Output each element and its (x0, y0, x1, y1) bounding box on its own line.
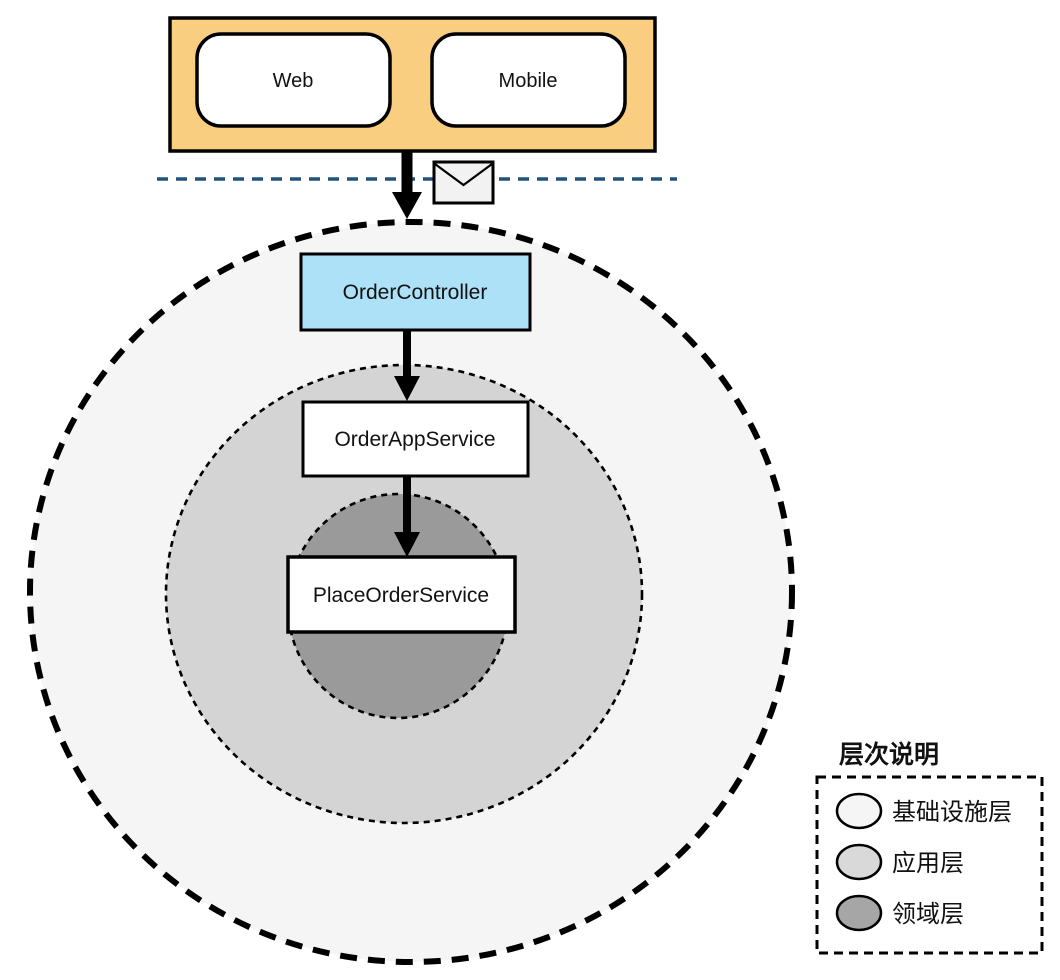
client-container: Web Mobile (168, 16, 657, 153)
controller-to-appservice-arrow (394, 331, 420, 401)
order-controller-node: OrderController (299, 252, 532, 332)
place-order-service-label: PlaceOrderService (313, 584, 489, 607)
web-node-label: Web (273, 70, 314, 92)
legend-label-application: 应用层 (892, 850, 964, 877)
legend-item-application: 应用层 (835, 843, 964, 881)
order-app-service-node: OrderAppService (301, 400, 530, 478)
request-arrow (392, 152, 422, 219)
web-node: Web (195, 32, 392, 128)
appservice-to-domain-arrow (394, 477, 420, 557)
legend-label-domain: 领域层 (892, 901, 964, 928)
mobile-node-label: Mobile (499, 70, 558, 92)
place-order-service-node: PlaceOrderService (286, 555, 517, 634)
order-app-service-label: OrderAppService (334, 428, 495, 451)
legend-item-domain: 领域层 (835, 894, 964, 932)
legend-swatch-application (835, 843, 883, 881)
legend-item-infrastructure: 基础设施层 (835, 792, 1012, 830)
legend-label-infrastructure: 基础设施层 (892, 799, 1012, 826)
order-controller-label: OrderController (343, 281, 488, 304)
mobile-node: Mobile (430, 32, 627, 128)
legend-title: 层次说明 (839, 741, 939, 769)
legend: 基础设施层 应用层 领域层 (815, 775, 1044, 955)
legend-swatch-infrastructure (835, 792, 883, 830)
legend-swatch-domain (835, 894, 883, 932)
message-envelope-icon (432, 160, 495, 205)
